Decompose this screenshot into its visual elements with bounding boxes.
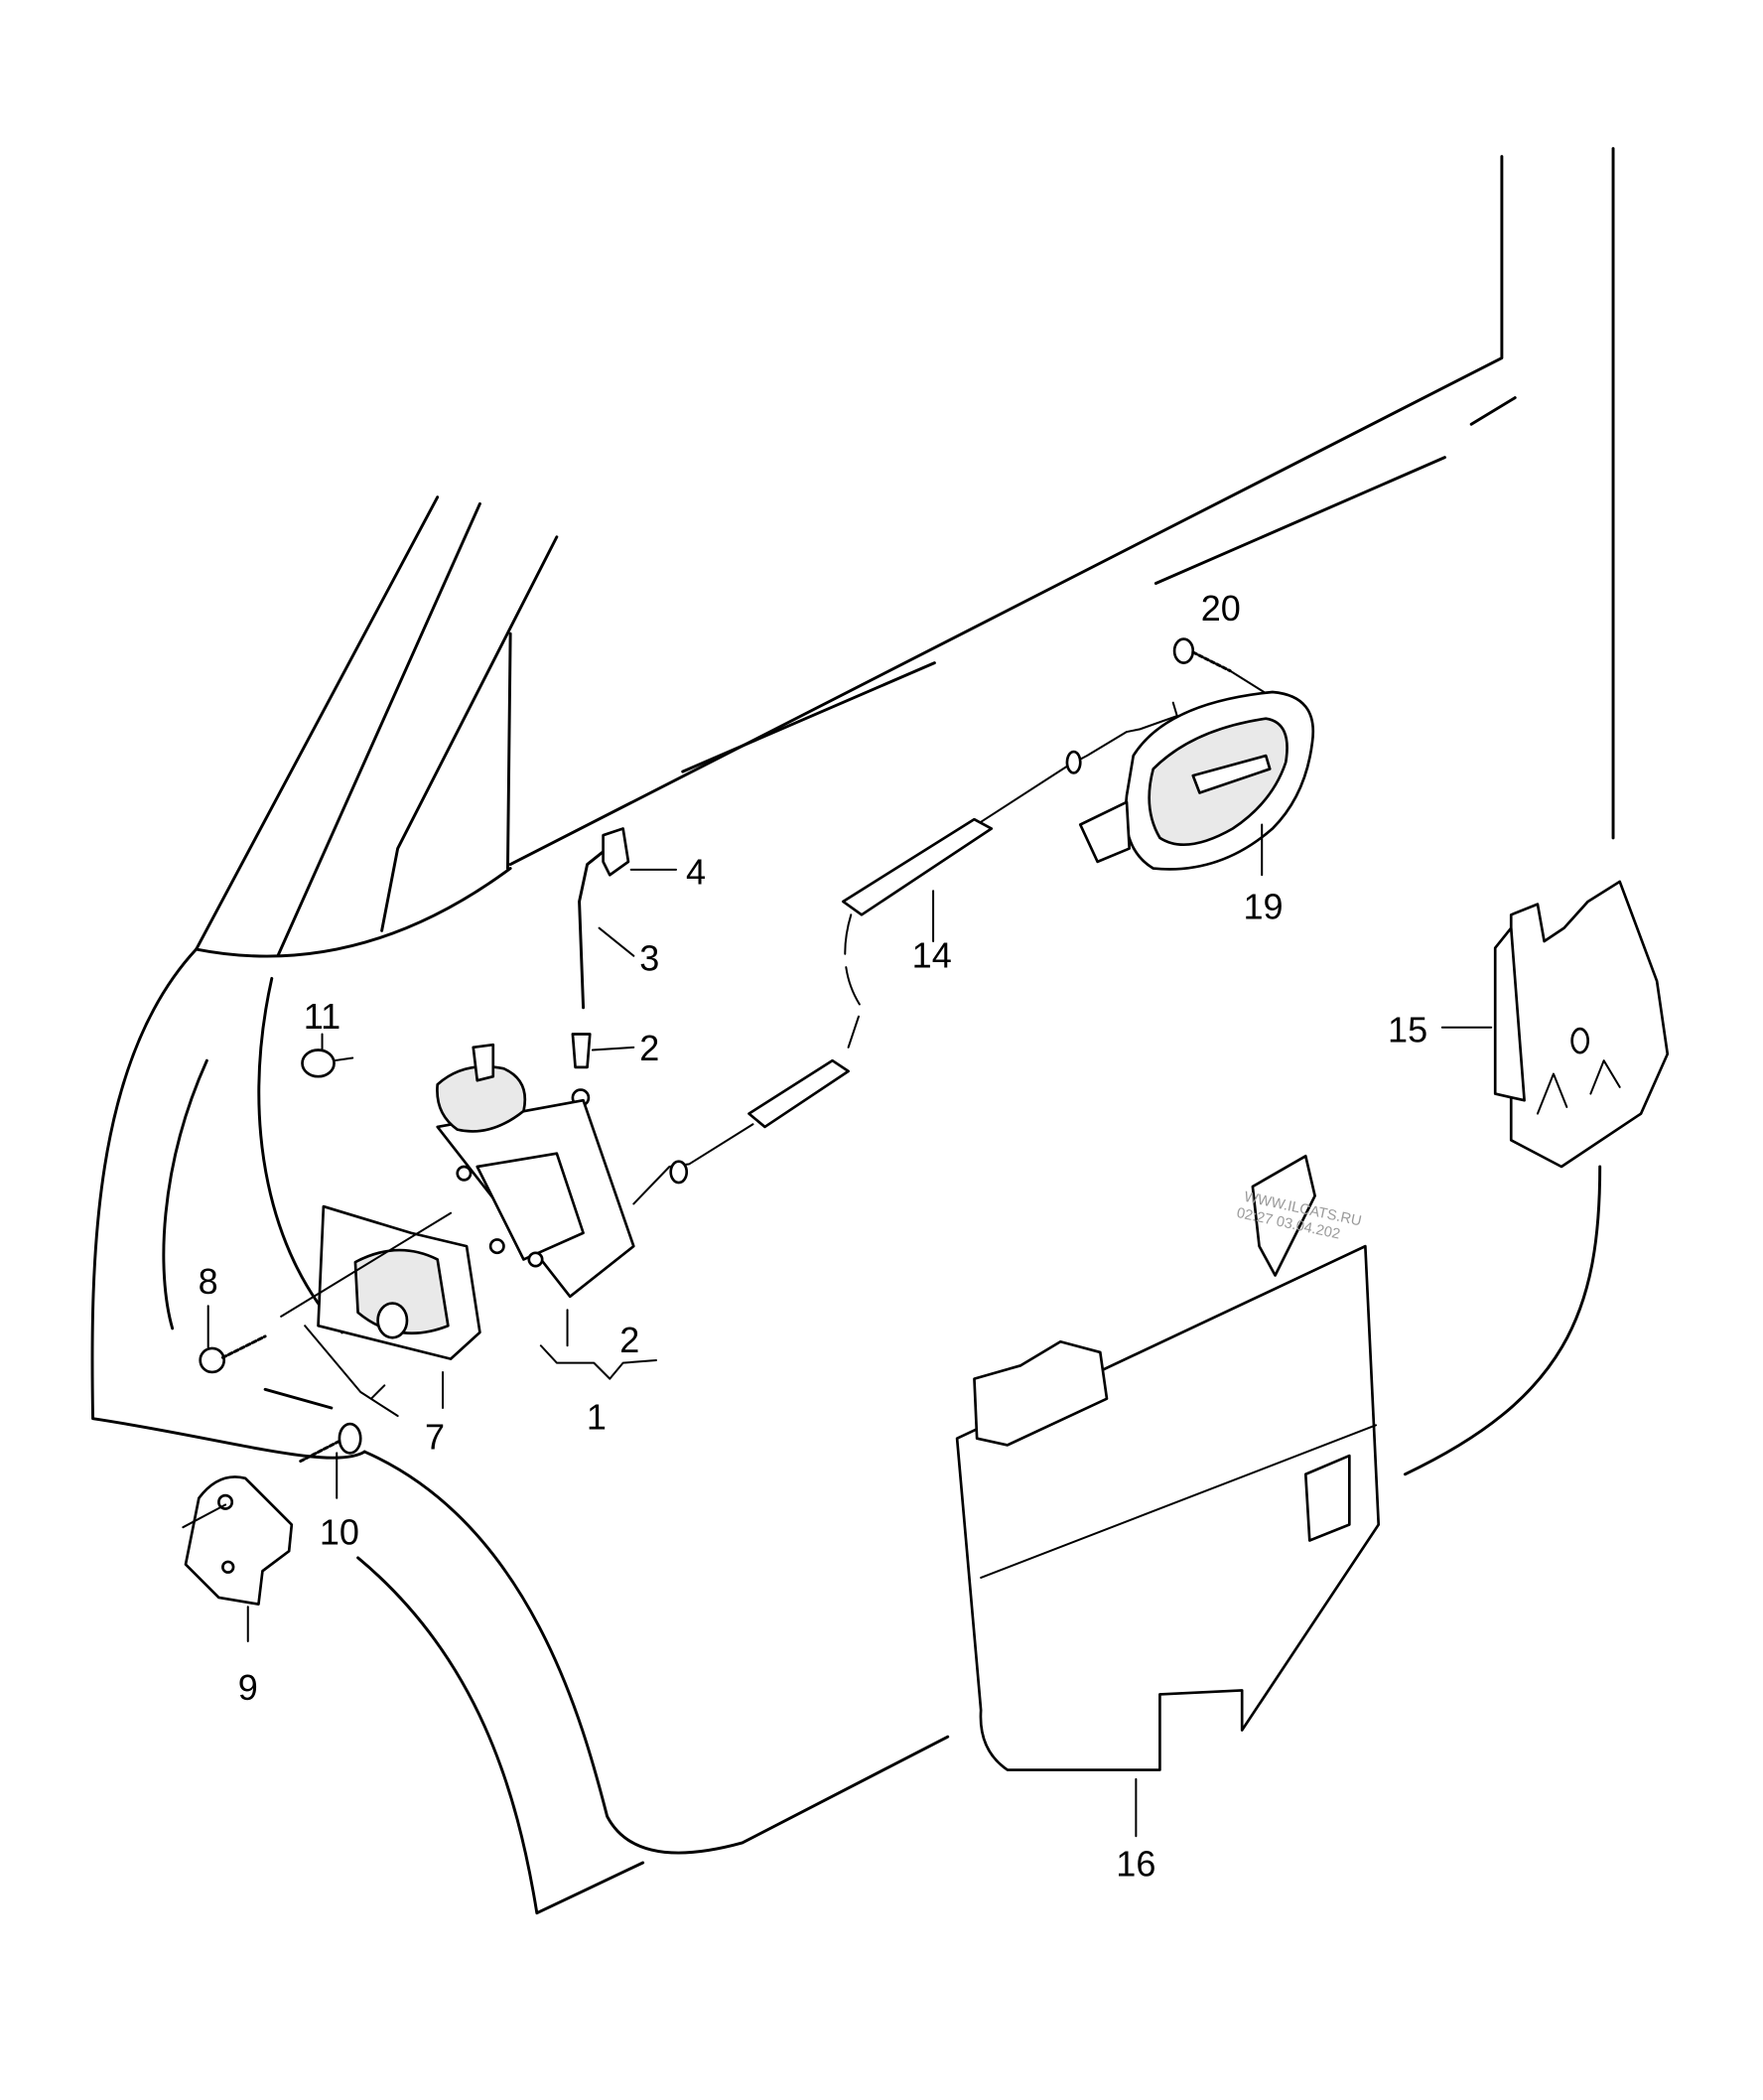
insulation-panel-16: [955, 1154, 1381, 1838]
bolt-10: [297, 1422, 362, 1499]
clip-4: [602, 827, 678, 877]
callout-2-lower: 2: [619, 1320, 639, 1360]
cable-14: [632, 701, 1178, 1205]
screw-8: [199, 1305, 267, 1374]
callout-19: 19: [1243, 886, 1283, 926]
callout-2-upper: 2: [639, 1028, 659, 1068]
callout-11: 11: [304, 996, 340, 1037]
plug-11: [301, 1033, 354, 1078]
callout-7: 7: [425, 1416, 445, 1457]
callout-4: 4: [686, 852, 706, 893]
check-strap-9: [182, 1475, 294, 1643]
callout-9: 9: [238, 1667, 258, 1708]
screw-20: [1172, 637, 1274, 699]
callout-10: 10: [320, 1512, 359, 1553]
door-body-outline: [90, 147, 1615, 1915]
callout-15: 15: [1388, 1009, 1427, 1050]
rod-3: [578, 847, 635, 1010]
callout-3: 3: [639, 937, 659, 978]
callout-14: 14: [912, 935, 952, 976]
callout-labels: 20 4 3 14 19 2 11 15 8 2 1 7 10 9 16: [199, 588, 1427, 1884]
bracket-15: [1440, 880, 1670, 1169]
callout-20: 20: [1201, 588, 1241, 629]
callout-1: 1: [587, 1396, 607, 1437]
clip-2-upper: [571, 1033, 635, 1107]
callout-8: 8: [199, 1261, 218, 1302]
interior-door-handle-19: [1078, 690, 1315, 877]
door-lock-1: [436, 1043, 658, 1380]
striker-plate-7: [280, 1204, 481, 1418]
callout-16: 16: [1116, 1843, 1155, 1884]
